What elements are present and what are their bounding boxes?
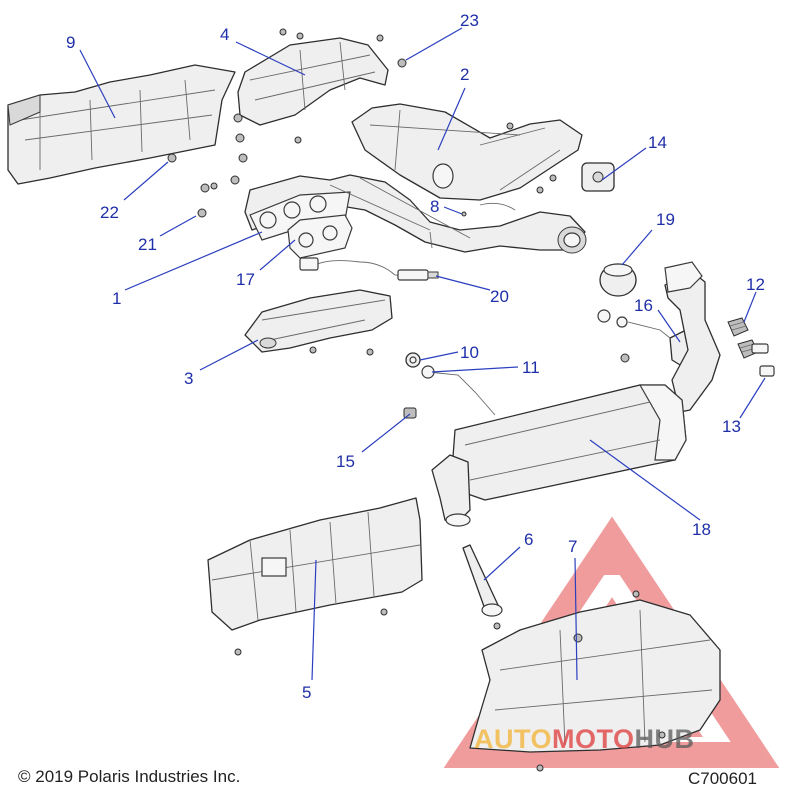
part-6-spark-arrestor [462,544,503,617]
callout-20: 20 [490,287,509,306]
callout-12: 12 [746,275,765,294]
callout-10: 10 [460,343,479,362]
leader-3 [199,339,259,371]
leader-11 [431,366,519,373]
watermark-word-hub: HUB [635,724,695,754]
callout-16: 16 [634,296,653,315]
callout-labels: 1 2 3 4 5 6 7 8 9 10 11 12 13 14 15 16 1… [66,11,765,702]
callout-1: 1 [112,289,121,308]
watermark-wordmark: AUTOMOTOHUB [474,724,695,754]
leader-22 [123,161,169,201]
callout-6: 6 [524,530,533,549]
part-18-muffler [431,384,687,527]
callout-9: 9 [66,33,75,52]
fasteners [167,28,666,772]
leader-9 [79,49,116,119]
callout-21: 21 [138,235,157,254]
svg-text:AUTOMOTOHUB: AUTOMOTOHUB [474,724,695,754]
callout-3: 3 [184,369,193,388]
leader-15 [361,413,411,453]
part-13-bolts [751,343,775,377]
leader-4 [235,41,306,76]
leader-5 [311,559,317,681]
part-9-heat-shield [7,64,236,185]
leader-16 [657,309,681,343]
leader-23 [405,27,463,61]
part-20-o2-sensor [299,257,439,281]
callout-15: 15 [336,452,355,471]
leader-6 [483,546,521,581]
part-3-lower-shield [244,289,393,353]
leader-21 [159,215,197,237]
copyright-text: © 2019 Polaris Industries Inc. [18,767,240,786]
callout-2: 2 [460,65,469,84]
callout-14: 14 [648,133,667,152]
callout-11: 11 [522,358,540,377]
callout-18: 18 [692,520,711,539]
part-18-inlet-pipe [664,261,721,413]
leader-12 [743,291,757,323]
part-10-washer [405,352,421,368]
leader-14 [601,147,647,181]
callout-22: 22 [100,203,119,222]
leader-10 [419,351,459,361]
callout-13: 13 [722,417,741,436]
part-17-gasket [287,214,353,259]
diagram-code: C700601 [688,769,757,788]
leader-19 [621,229,653,266]
callout-4: 4 [220,25,229,44]
callout-19: 19 [656,210,675,229]
callout-17: 17 [236,270,255,289]
leader-13 [739,377,766,419]
leader-lines [79,27,766,681]
leader-18 [589,439,701,521]
part-7-muffler-shield [469,599,721,753]
leader-1 [124,231,263,291]
callout-5: 5 [302,683,311,702]
leader-17 [259,239,296,271]
leader-8 [443,206,463,215]
callout-23: 23 [460,11,479,30]
part-5-heat-shield [207,497,423,631]
leader-2 [437,87,466,151]
part-19-grommet [599,263,637,297]
part-1-exhaust-manifold [244,174,587,254]
callout-8: 8 [430,197,439,216]
leader-7 [574,557,578,681]
watermark-word-auto: AUTO [474,724,552,754]
callout-7: 7 [568,537,577,556]
watermark-word-moto: MOTO [552,724,635,754]
leader-20 [435,275,491,291]
part-15-fitting [403,407,417,419]
watermark-peak [588,540,640,575]
part-2-pipe-shield [351,103,583,201]
part-14-isolator [581,162,615,192]
part-11-mounting-rod [421,365,496,416]
